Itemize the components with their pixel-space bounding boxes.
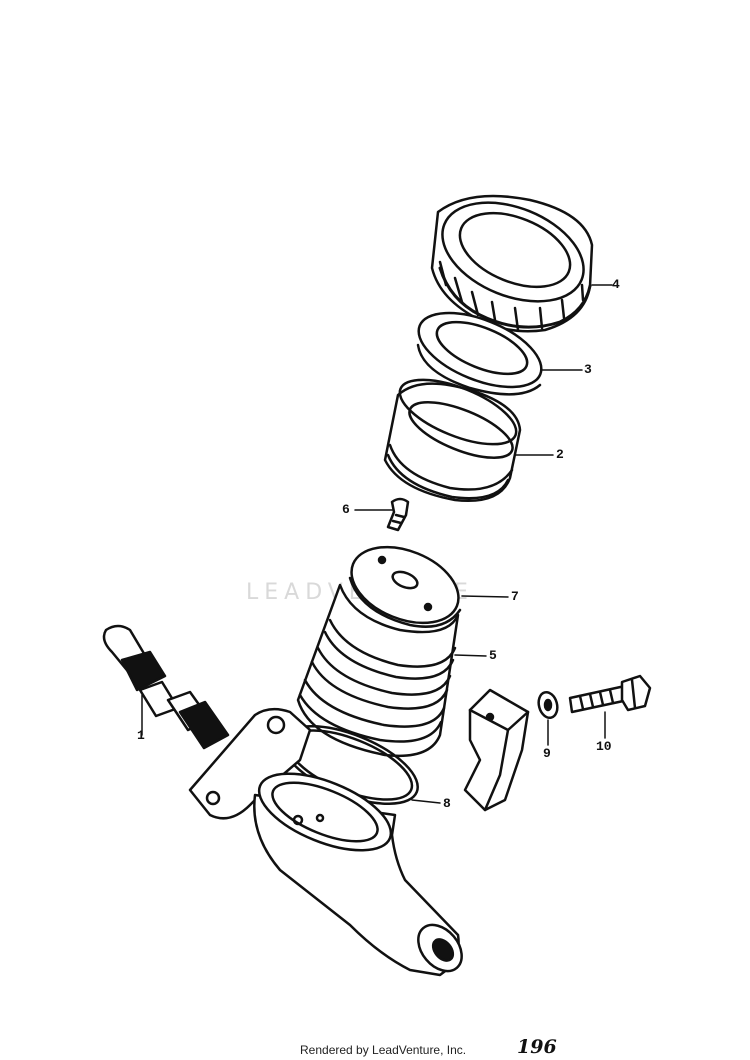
callout-2: 2 (556, 447, 564, 462)
piston-assembly-part (102, 624, 230, 750)
callout-5: 5 (489, 648, 497, 663)
callout-10: 10 (596, 739, 612, 754)
callout-1: 1 (137, 728, 145, 743)
callout-6: 6 (342, 502, 350, 517)
reservoir-cap-part (430, 194, 594, 333)
screw-part (354, 497, 410, 532)
render-credit: Rendered by LeadVenture, Inc. (300, 1043, 467, 1057)
callout-7: 7 (511, 589, 519, 604)
washer-part (537, 690, 559, 746)
clamp-bracket-part (463, 688, 530, 812)
diaphragm-plate-part (416, 311, 543, 396)
callout-9: 9 (543, 746, 551, 761)
reservoir-body-part (296, 583, 460, 757)
master-cylinder-body (188, 707, 463, 977)
callout-4: 4 (612, 277, 620, 292)
leader-lines (411, 284, 613, 804)
reservoir-cover-plate-part (348, 545, 462, 628)
callout-8: 8 (443, 796, 451, 811)
page-number: 196 (517, 1036, 557, 1058)
bolt-part (568, 674, 652, 739)
diaphragm-part (383, 378, 522, 502)
callout-3: 3 (584, 362, 592, 377)
